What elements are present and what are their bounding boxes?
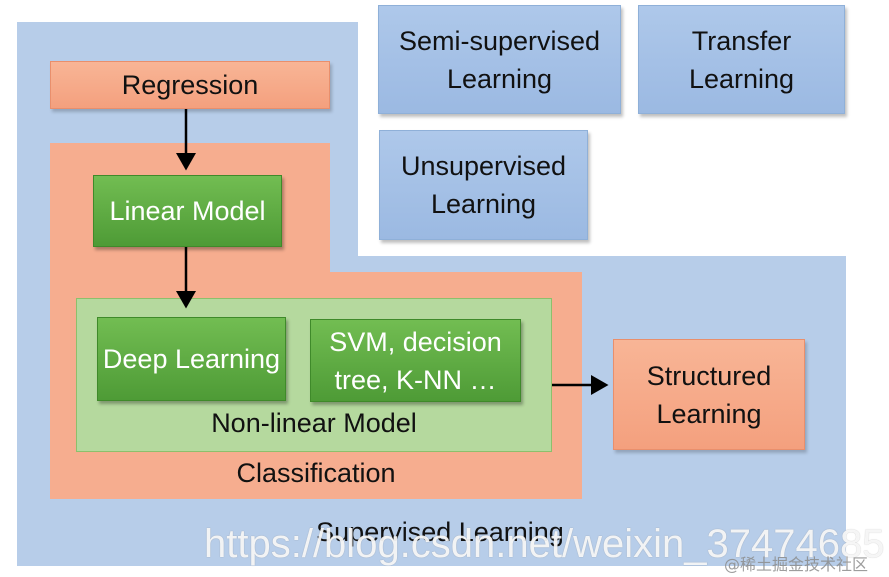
transfer-learning-label: Transfer Learning: [688, 25, 795, 94]
linear-model-box: Linear Model: [93, 175, 282, 247]
non-linear-model-label: Non-linear Model: [211, 408, 417, 438]
unsupervised-learning-box: Unsupervised Learning: [379, 130, 588, 240]
semi-supervised-learning-label: Semi-supervised Learning: [398, 25, 601, 94]
unsupervised-learning-label: Unsupervised Learning: [400, 151, 567, 219]
structured-learning-box: Structured Learning: [613, 339, 805, 450]
regression-label: Regression: [121, 70, 259, 100]
classification-label: Classification: [236, 458, 396, 488]
watermark-community: @稀土掘金技术社区: [724, 555, 869, 574]
transfer-learning-box: Transfer Learning: [638, 5, 845, 114]
linear-model-label: Linear Model: [109, 196, 266, 226]
svm-label: SVM, decision tree, K-NN …: [329, 326, 502, 395]
supervised-learning-label: Supervised Learning: [316, 517, 564, 547]
semi-supervised-learning-box: Semi-supervised Learning: [378, 5, 621, 114]
deep-learning-label: Deep Learning: [102, 344, 281, 374]
regression-box: Regression: [50, 61, 330, 109]
structured-learning-label: Structured Learning: [646, 360, 772, 429]
deep-learning-box: Deep Learning: [97, 317, 286, 401]
watermark-url: https://blog.csdn.net/weixin_37474685: [204, 522, 885, 566]
svm-box: SVM, decision tree, K-NN …: [310, 319, 521, 402]
